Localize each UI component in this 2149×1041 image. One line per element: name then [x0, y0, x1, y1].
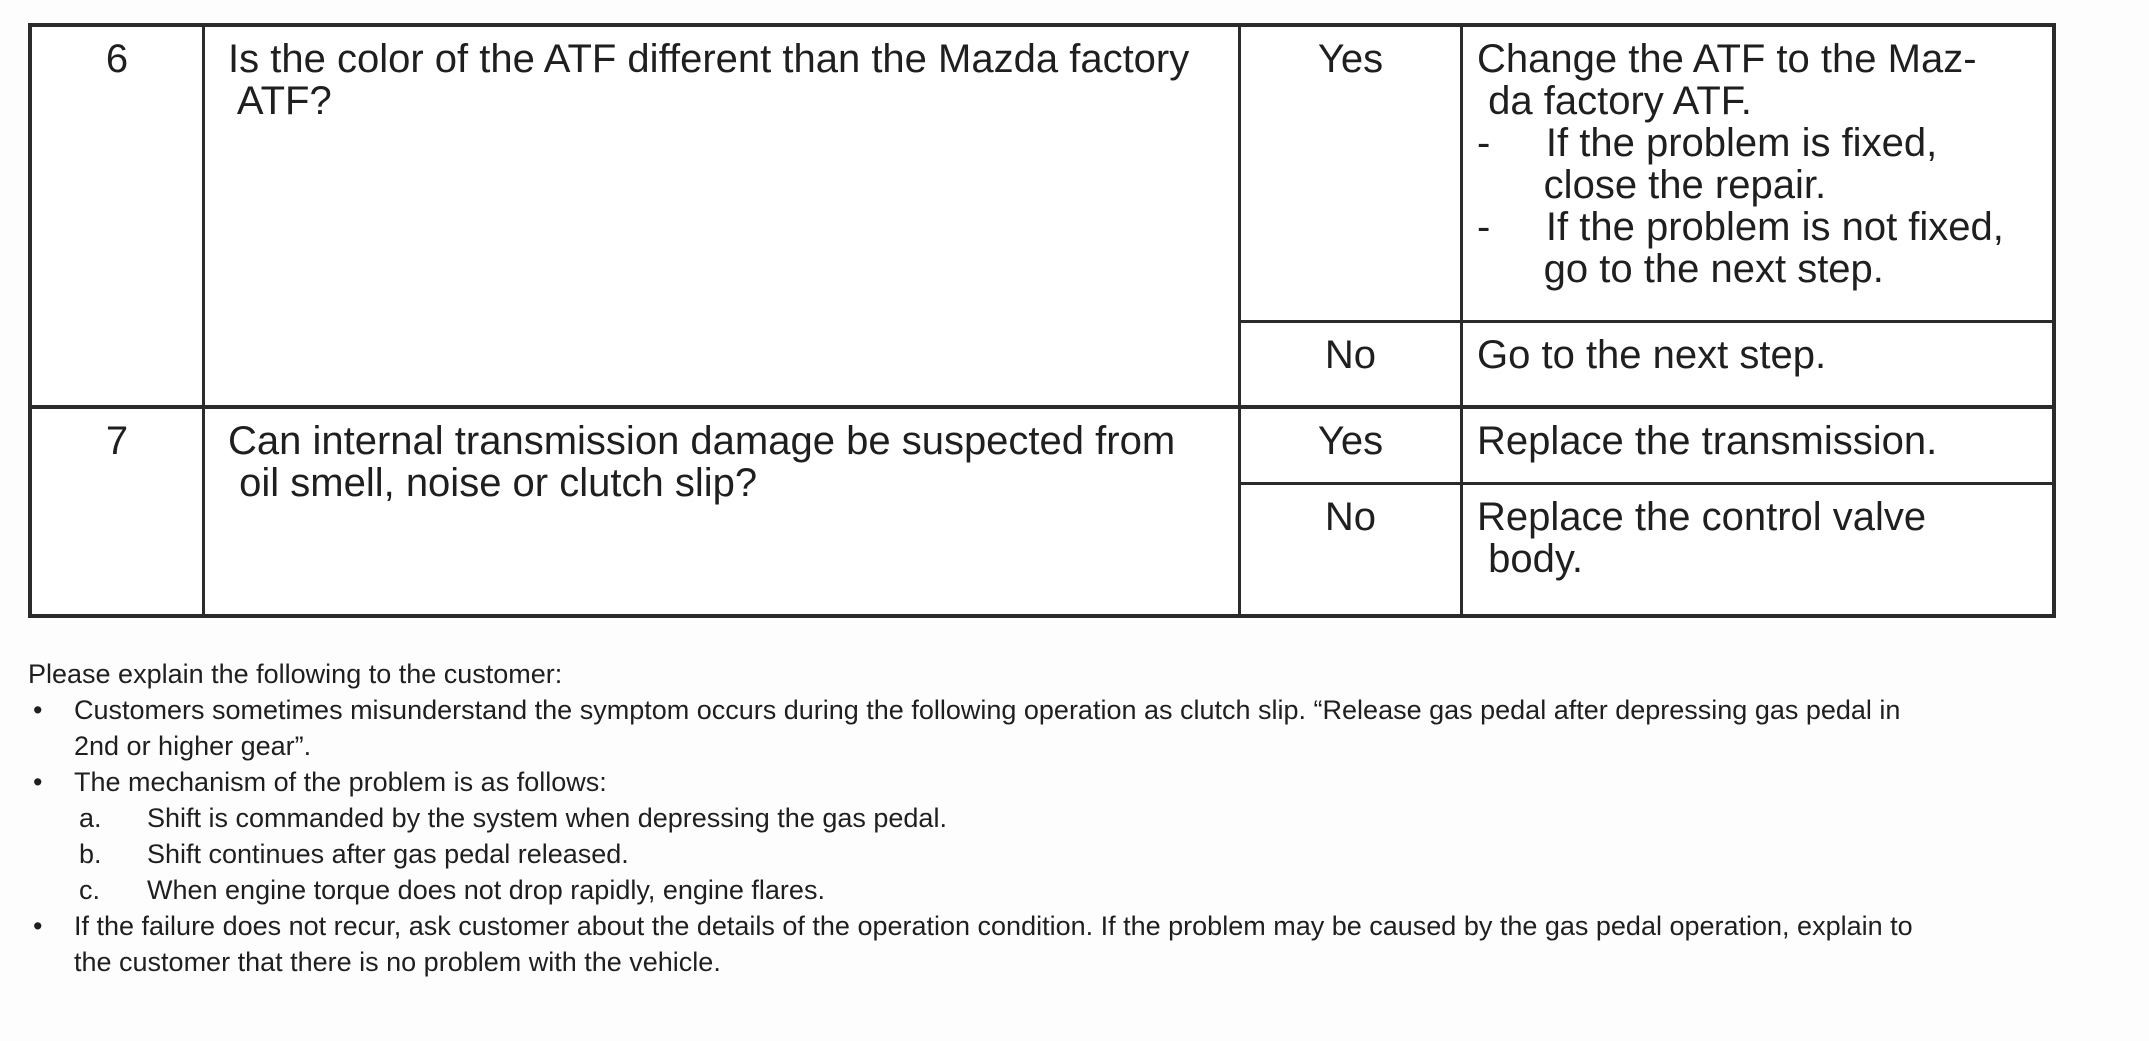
outcomes-column: Yes Change the ATF to the Maz- da factor…: [1241, 27, 2052, 405]
action-cell: Go to the next step.: [1477, 333, 1827, 377]
sub-item-letter: b.: [79, 839, 102, 869]
bullet-icon: •: [33, 695, 43, 725]
answer-cell-no: No: [1241, 323, 1463, 405]
note-sub-item-c: c. When engine torque does not drop rapi…: [28, 872, 2143, 908]
step-number: 7: [105, 419, 129, 463]
note-text: If the failure does not recur, ask custo…: [74, 911, 1913, 977]
note-text: Shift is commanded by the system when de…: [147, 803, 947, 833]
note-text: The mechanism of the problem is as follo…: [74, 767, 607, 797]
note-sub-item-a: a. Shift is commanded by the system when…: [28, 800, 2143, 836]
customer-explanation-notes: Please explain the following to the cust…: [28, 656, 2143, 980]
action-cell: Change the ATF to the Maz- da factory AT…: [1477, 37, 2004, 291]
inspection-question-cell: Is the color of the ATF different than t…: [205, 27, 1241, 405]
note-text: When engine torque does not drop rapidly…: [147, 875, 825, 905]
troubleshooting-table: 6 Is the color of the ATF different than…: [28, 23, 2056, 618]
step-number: 6: [105, 37, 129, 81]
outcome-row-yes: Yes Change the ATF to the Maz- da factor…: [1241, 27, 2052, 323]
inspection-question-cell: Can internal transmission damage be susp…: [205, 409, 1241, 614]
answer-cell-yes: Yes: [1241, 27, 1463, 320]
sub-item-letter: c.: [79, 875, 101, 905]
step-number-cell: 6: [32, 27, 205, 405]
table-row-step-7: 7 Can internal transmission damage be su…: [32, 409, 2052, 614]
action-cell: Replace the control valve body.: [1477, 495, 1927, 581]
answer-cell-yes: Yes: [1241, 409, 1463, 482]
bullet-icon: •: [33, 767, 43, 797]
note-bullet-item: • If the failure does not recur, ask cus…: [28, 908, 2143, 980]
answer-cell-no: No: [1241, 485, 1463, 614]
note-bullet-item: • The mechanism of the problem is as fol…: [28, 764, 2143, 800]
step-number-cell: 7: [32, 409, 205, 614]
notes-intro: Please explain the following to the cust…: [28, 659, 563, 689]
outcome-row-no: No Go to the next step.: [1241, 323, 2052, 405]
note-text: Shift continues after gas pedal released…: [147, 839, 629, 869]
outcome-row-no: No Replace the control valve body.: [1241, 485, 2052, 614]
sub-item-letter: a.: [79, 803, 102, 833]
table-row-step-6: 6 Is the color of the ATF different than…: [32, 27, 2052, 409]
note-bullet-item: • Customers sometimes misunderstand the …: [28, 692, 2143, 764]
note-text: Customers sometimes misunderstand the sy…: [74, 695, 1901, 761]
action-cell: Replace the transmission.: [1477, 419, 1938, 463]
bullet-icon: •: [33, 911, 43, 941]
outcomes-column: Yes Replace the transmission. No Replace…: [1241, 409, 2052, 614]
note-sub-item-b: b. Shift continues after gas pedal relea…: [28, 836, 2143, 872]
outcome-row-yes: Yes Replace the transmission.: [1241, 409, 2052, 485]
